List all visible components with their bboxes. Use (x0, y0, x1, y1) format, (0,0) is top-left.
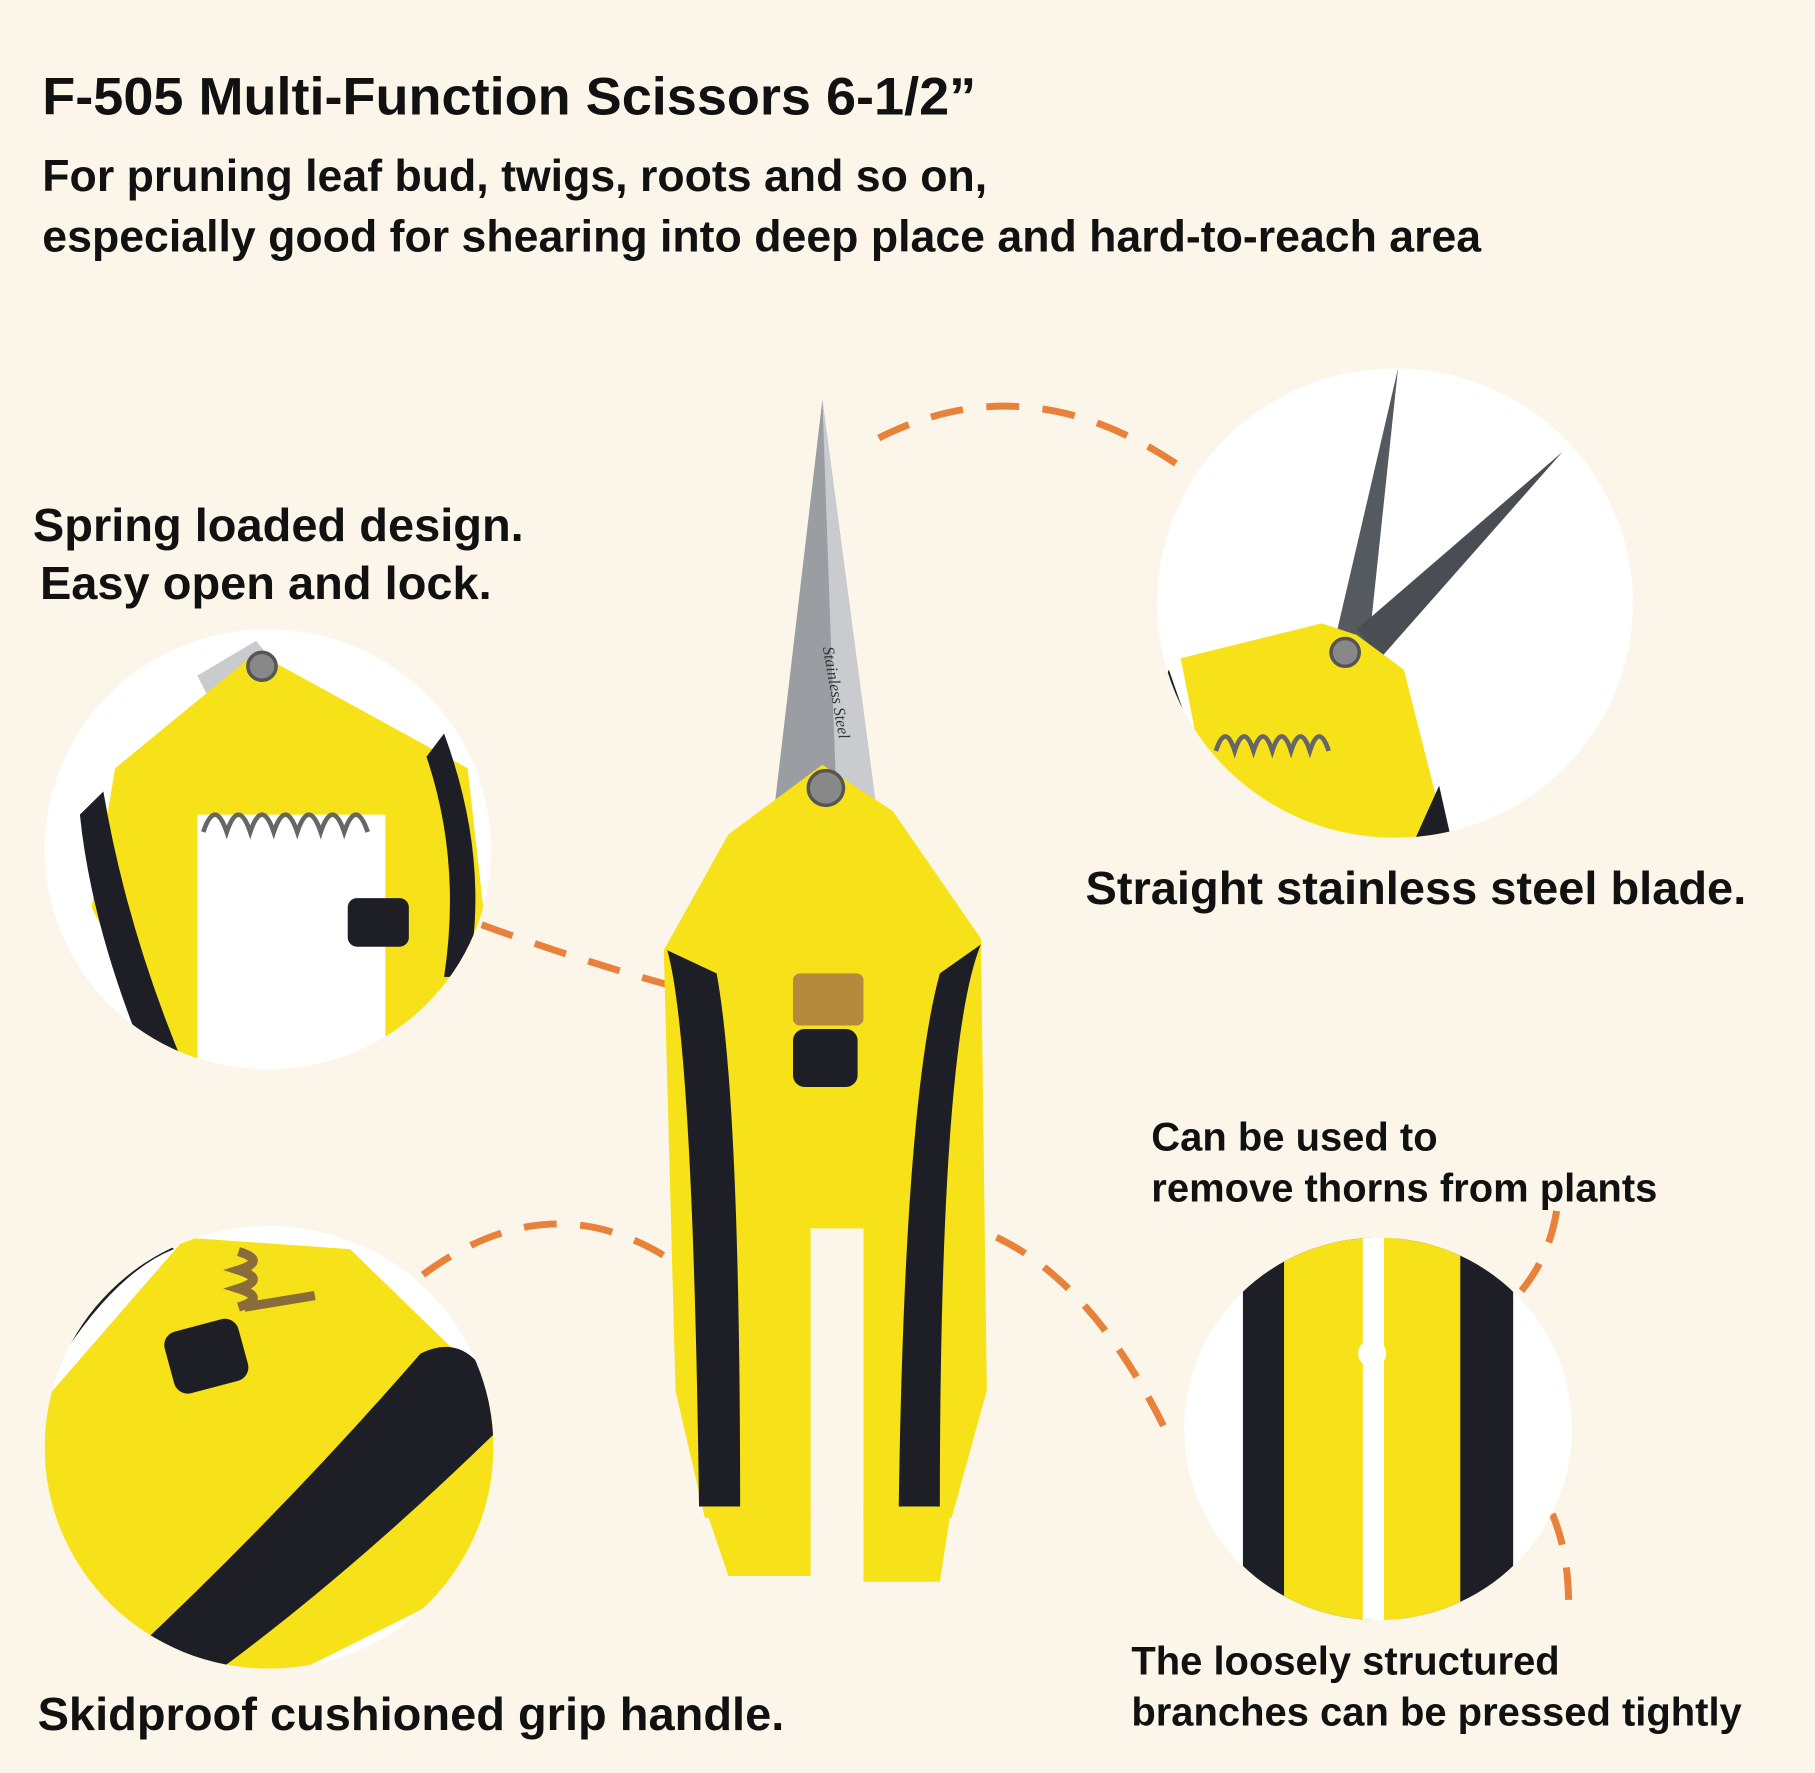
grip-caption: Skidproof cushioned grip handle. (37, 1689, 785, 1741)
spring-caption-line-2: Easy open and lock. (39, 558, 492, 610)
spring-caption-line-1: Spring loaded design. (32, 500, 524, 552)
subtitle-line-2: especially good for shearing into deep p… (42, 213, 1482, 262)
page-title: F-505 Multi-Function Scissors 6-1/2” (42, 66, 977, 127)
branches-caption-line-1: The loosely structured (1131, 1639, 1560, 1684)
grip-detail-image (44, 1226, 494, 1669)
spring-detail-image (44, 629, 492, 1070)
thorn-remover-detail-image (1184, 1237, 1572, 1621)
branches-caption-line-2: branches can be pressed tightly (1131, 1690, 1742, 1735)
thorns-caption-line-2: remove thorns from plants (1151, 1166, 1658, 1211)
thorns-caption-line-1: Can be used to (1151, 1115, 1438, 1160)
subtitle-line-1: For pruning leaf bud, twigs, roots and s… (42, 152, 988, 202)
blade-detail-image (1157, 368, 1633, 838)
blade-caption: Straight stainless steel blade. (1085, 863, 1747, 915)
